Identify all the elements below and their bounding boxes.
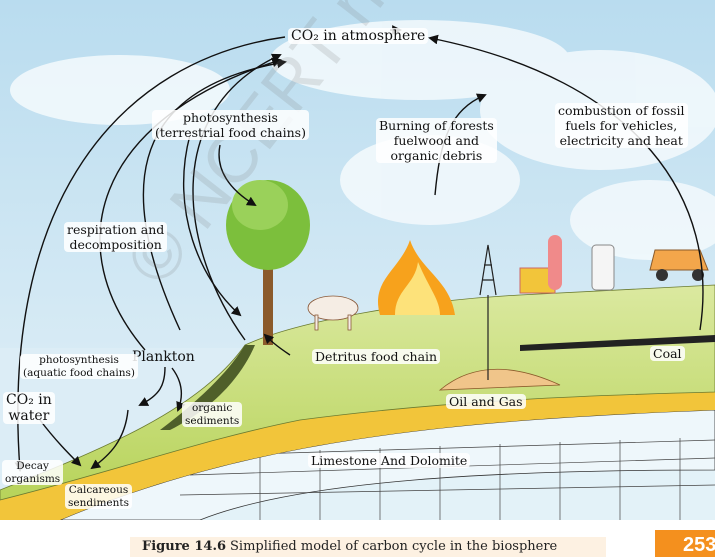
label-line: organisms	[5, 472, 61, 485]
oil-gas-pocket	[438, 369, 561, 391]
organic-sediment-wedge	[160, 345, 255, 430]
label-line: organic	[191, 402, 233, 414]
label-line: respiration and	[67, 222, 165, 237]
label-photosynthesis-terrestrial: photosynthesis (terrestrial food chains)	[152, 110, 309, 140]
label-respiration: respiration and decomposition	[64, 222, 168, 252]
cycle-arrows	[14, 25, 704, 472]
label-plankton: Plankton	[132, 349, 195, 365]
label-oil-gas: Oil and Gas	[446, 394, 526, 409]
car	[649, 249, 709, 281]
page-number: 253	[655, 530, 715, 557]
land	[0, 284, 715, 501]
label-calcareous: Calcareous sendiments	[65, 484, 132, 509]
cow	[307, 295, 359, 331]
label-coal: Coal	[650, 346, 685, 361]
label-combustion: combustion of fossil fuels for vehicles,…	[555, 103, 688, 148]
label-line: sendiments	[68, 496, 129, 509]
label-line: Decay	[16, 460, 49, 472]
label-organic-sediments: organic sediments	[182, 402, 243, 427]
label-line: (terrestrial food chains)	[155, 125, 306, 140]
label-line: CO₂ in	[6, 392, 52, 408]
label-line: water	[8, 408, 50, 424]
label-line: decomposition	[69, 237, 162, 252]
fire	[377, 240, 455, 315]
carbon-cycle-illustration	[0, 0, 715, 520]
coal-seam	[520, 335, 715, 351]
label-line: fuelwood and	[393, 133, 480, 148]
label-decay-organisms: Decay organisms	[2, 460, 64, 485]
label-line: fuels for vehicles,	[565, 118, 678, 133]
oil-rig	[479, 244, 497, 380]
label-line: photosynthesis	[183, 110, 278, 125]
label-co2-water: CO₂ in water	[3, 392, 55, 424]
label-line: organic debris	[390, 148, 483, 163]
label-line: (aquatic food chains)	[23, 366, 135, 379]
label-limestone: Limestone And Dolomite	[308, 453, 471, 468]
label-burning: Burning of forests fuelwood and organic …	[376, 118, 497, 163]
refinery	[519, 235, 615, 294]
label-line: sediments	[185, 414, 240, 427]
label-line: Calcareous	[68, 484, 129, 496]
label-line: Burning of forests	[379, 118, 494, 133]
label-co2-atmosphere: CO₂ in atmosphere	[288, 28, 429, 44]
label-line: photosynthesis	[39, 354, 119, 366]
label-photosynthesis-aquatic: photosynthesis (aquatic food chains)	[20, 354, 138, 379]
label-detritus: Detritus food chain	[312, 349, 441, 364]
figure-number: Figure 14.6	[142, 539, 227, 554]
label-line: combustion of fossil	[558, 103, 685, 118]
caption-text: Simplified model of carbon cycle in the …	[230, 539, 558, 554]
label-line: electricity and heat	[559, 133, 683, 148]
